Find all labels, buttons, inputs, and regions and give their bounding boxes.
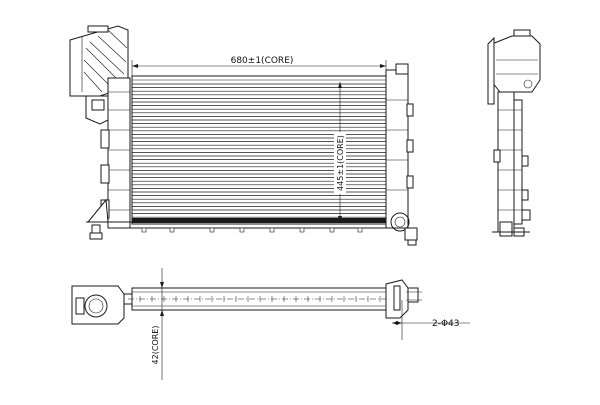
bolt xyxy=(269,227,275,233)
top-core-ticks xyxy=(139,296,381,302)
bolt xyxy=(169,227,175,233)
bottom-bolts xyxy=(141,227,363,233)
core-width-dimension: 680±1(CORE) xyxy=(131,56,387,76)
left-side-tank xyxy=(86,77,132,240)
radiator-core xyxy=(131,75,387,225)
core-depth-label: 42(CORE) xyxy=(151,326,160,365)
top-view: 42(CORE) 2-Φ43 xyxy=(71,268,470,380)
bolt xyxy=(209,227,215,233)
right-side-tank xyxy=(385,63,418,246)
core-height-dimension: 445±1(CORE) xyxy=(334,82,346,222)
side-view xyxy=(487,29,541,237)
bolt xyxy=(357,227,363,233)
bolt xyxy=(299,227,305,233)
bolt xyxy=(329,227,335,233)
core-width-label: 680±1(CORE) xyxy=(231,56,294,66)
bolt xyxy=(141,227,147,233)
bolt xyxy=(239,227,245,233)
front-view: 680±1(CORE) 445±1(CORE) xyxy=(69,25,418,246)
core-height-label: 445±1(CORE) xyxy=(336,135,345,191)
outlet-diameter-label: 2-Φ43 xyxy=(432,319,460,329)
